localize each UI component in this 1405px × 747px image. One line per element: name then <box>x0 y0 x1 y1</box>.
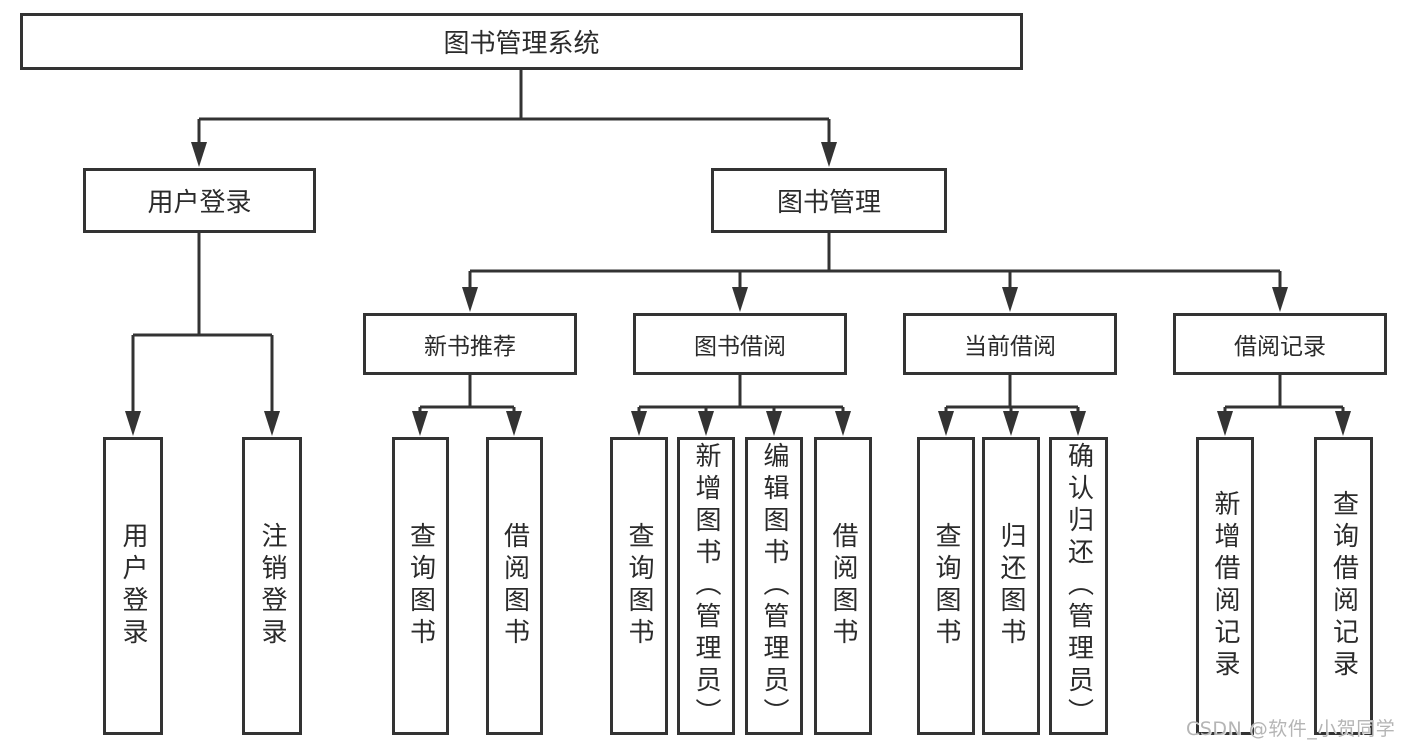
node-current-borrow-label: 当前借阅 <box>964 334 1056 360</box>
leaf-query-books-recommend: 查询图书 <box>392 437 449 735</box>
node-book-management-label: 图书管理 <box>776 188 881 218</box>
watermark-text: CSDN @软件_小贺同学 <box>1186 718 1396 740</box>
leaf-return-book-label: 归还图书 <box>996 522 1026 650</box>
leaf-query-books-borrow: 查询图书 <box>610 437 668 735</box>
leaf-confirm-return-admin: 确认归还（管理员） <box>1049 437 1108 735</box>
node-root-label: 图书管理系统 <box>443 29 600 59</box>
node-book-management: 图书管理 <box>711 168 947 233</box>
leaf-add-book-admin: 新增图书（管理员） <box>677 437 735 735</box>
leaf-query-books-recommend-label: 查询图书 <box>405 522 436 650</box>
leaf-query-books-current: 查询图书 <box>917 437 975 735</box>
leaf-user-login: 用户登录 <box>103 437 163 735</box>
node-borrow-records-label: 借阅记录 <box>1234 334 1326 360</box>
leaf-confirm-return-admin-label: 确认归还（管理员） <box>1063 442 1094 730</box>
node-current-borrow: 当前借阅 <box>903 313 1117 375</box>
leaf-query-borrow-record: 查询借阅记录 <box>1314 437 1373 735</box>
leaf-edit-book-admin: 编辑图书（管理员） <box>745 437 803 735</box>
leaf-borrow-books-recommend-label: 借阅图书 <box>499 522 530 650</box>
node-user-login: 用户登录 <box>83 168 316 233</box>
leaf-add-book-admin-label: 新增图书（管理员） <box>691 442 721 730</box>
leaf-logout: 注销登录 <box>242 437 302 735</box>
leaf-borrow-books-label: 借阅图书 <box>828 522 858 650</box>
leaf-borrow-books-recommend: 借阅图书 <box>486 437 543 735</box>
leaf-query-borrow-record-label: 查询借阅记录 <box>1328 490 1359 682</box>
leaf-add-borrow-record: 新增借阅记录 <box>1196 437 1254 735</box>
leaf-logout-label: 注销登录 <box>257 522 287 650</box>
node-root: 图书管理系统 <box>20 13 1023 70</box>
leaf-query-books-borrow-label: 查询图书 <box>624 522 654 650</box>
leaf-edit-book-admin-label: 编辑图书（管理员） <box>759 442 789 730</box>
node-book-borrow-label: 图书借阅 <box>694 334 786 360</box>
node-user-login-label: 用户登录 <box>147 188 252 218</box>
leaf-user-login-label: 用户登录 <box>118 522 148 650</box>
node-borrow-records: 借阅记录 <box>1173 313 1387 375</box>
leaf-add-borrow-record-label: 新增借阅记录 <box>1210 490 1240 682</box>
leaf-query-books-current-label: 查询图书 <box>931 522 961 650</box>
node-new-book-recommend: 新书推荐 <box>363 313 577 375</box>
node-new-book-recommend-label: 新书推荐 <box>424 334 516 360</box>
leaf-return-book: 归还图书 <box>982 437 1040 735</box>
node-book-borrow: 图书借阅 <box>633 313 847 375</box>
leaf-borrow-books: 借阅图书 <box>814 437 872 735</box>
